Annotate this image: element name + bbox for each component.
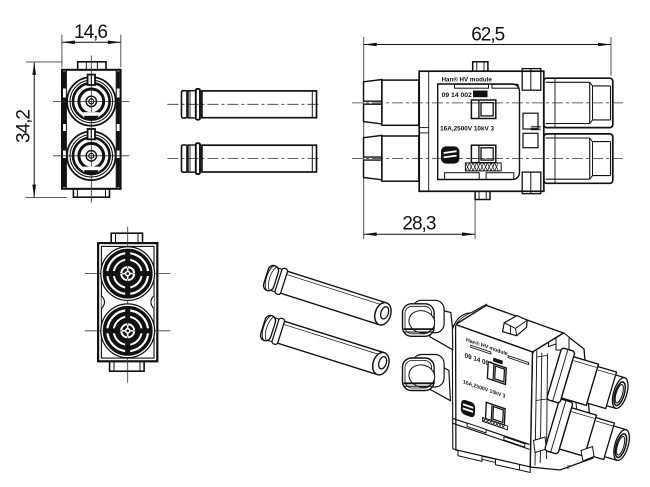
svg-text:Han® HV module: Han® HV module: [442, 76, 493, 83]
svg-text:28,3: 28,3: [402, 214, 435, 235]
svg-text:16A,2500V 10kV 3: 16A,2500V 10kV 3: [440, 125, 494, 132]
svg-text:34,2: 34,2: [14, 110, 35, 143]
svg-text:62,5: 62,5: [471, 25, 504, 46]
svg-text:09 14 002: 09 14 002: [442, 92, 472, 99]
svg-text:2: 2: [567, 465, 570, 471]
svg-text:14,6: 14,6: [74, 22, 107, 43]
